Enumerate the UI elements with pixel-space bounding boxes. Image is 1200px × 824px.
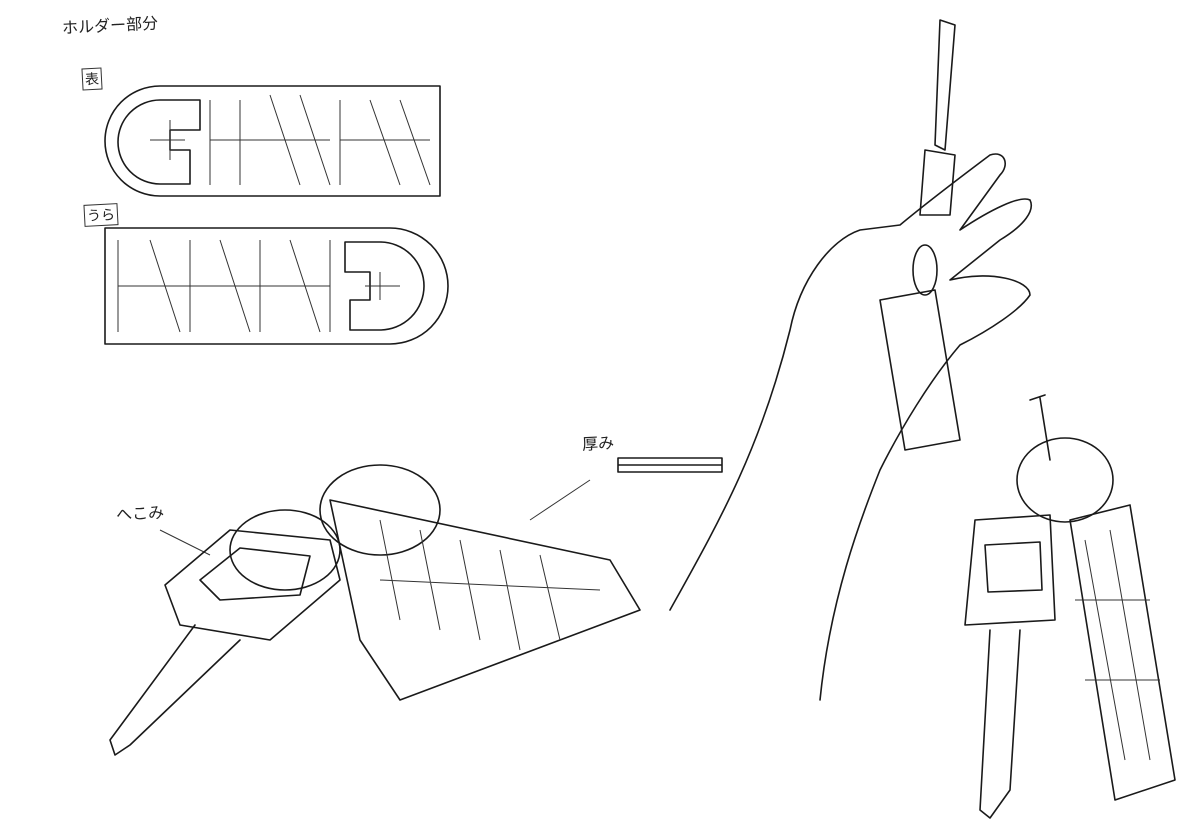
dent-pointer xyxy=(159,529,211,556)
pointer-arrow xyxy=(529,479,591,521)
hanging-keys-drawing xyxy=(964,394,1176,819)
holder-front-drawing xyxy=(104,85,441,197)
hand-holding-keys-drawing xyxy=(669,19,1032,701)
keychain-perspective-drawing xyxy=(109,464,641,756)
thickness-bar xyxy=(617,457,723,473)
holder-back-drawing xyxy=(104,227,449,345)
